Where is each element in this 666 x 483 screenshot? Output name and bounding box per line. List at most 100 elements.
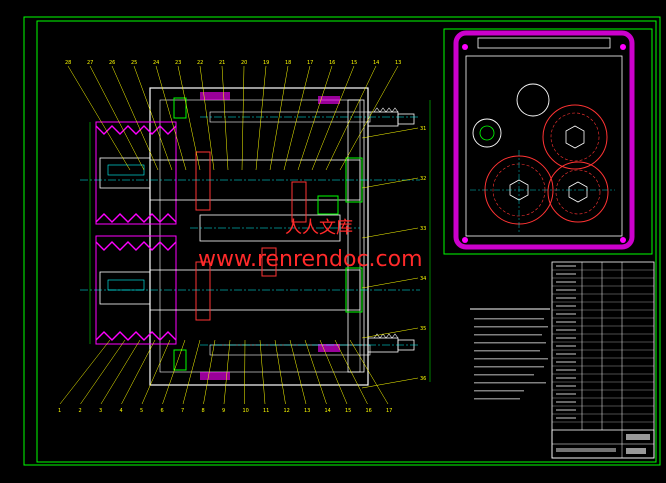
table-cell-mark (556, 377, 576, 379)
leader-bottom-3 (100, 339, 141, 405)
table-cell-mark (556, 265, 576, 267)
callout-top-18: 18 (285, 60, 291, 66)
table-cell-mark (556, 289, 576, 291)
table-cell-mark (556, 329, 576, 331)
callout-bottom-14: 14 (325, 408, 331, 414)
bearing-4 (173, 97, 187, 119)
callout-right-35: 35 (420, 326, 426, 332)
inner-border (36, 20, 657, 463)
gear-block-3 (291, 181, 307, 223)
leader-bottom-11 (259, 339, 266, 405)
leader-right-35 (361, 327, 419, 339)
hub-c (565, 125, 585, 149)
callout-bottom-9: 9 (222, 408, 225, 414)
callout-bottom-2: 2 (79, 408, 82, 414)
table-cell-mark (556, 313, 576, 315)
upper-pulley (95, 121, 177, 225)
seal-1 (200, 92, 230, 100)
leader-bottom-9 (223, 339, 231, 405)
leader-bottom-6 (162, 339, 186, 405)
seal-3 (318, 96, 340, 104)
callout-bottom-4: 4 (120, 408, 123, 414)
leader-top-13 (339, 65, 399, 171)
table-cell-mark (556, 409, 576, 411)
gear-circle-e (547, 161, 609, 223)
callout-right-36: 36 (420, 376, 426, 382)
callout-right-33: 33 (420, 226, 426, 232)
seal-4 (318, 344, 340, 352)
callout-top-26: 26 (109, 60, 115, 66)
side-bolt-1 (462, 44, 468, 50)
technical-notes (470, 308, 550, 400)
callout-bottom-5: 5 (140, 408, 143, 414)
callout-right-32: 32 (420, 176, 426, 182)
leader-top-20 (241, 65, 245, 171)
leader-bottom-15 (319, 339, 348, 405)
callout-bottom-13: 13 (304, 408, 310, 414)
callout-bottom-3: 3 (99, 408, 102, 414)
callout-top-17: 17 (307, 60, 313, 66)
leader-top-28 (67, 65, 131, 171)
parts-list-table (551, 261, 655, 459)
lower-output-coupling (367, 333, 415, 353)
callout-bottom-10: 10 (243, 408, 249, 414)
leader-right-36 (361, 377, 419, 389)
side-top-rail (477, 37, 611, 49)
leader-right-34 (361, 277, 419, 289)
callout-right-31: 31 (420, 126, 426, 132)
table-cell-mark (556, 369, 576, 371)
leader-bottom-13 (289, 339, 307, 405)
bearing-3 (317, 195, 339, 215)
gear-circle-a (516, 83, 550, 117)
gear-circle-e-inner (555, 169, 601, 215)
leader-top-27 (89, 65, 145, 171)
callout-top-24: 24 (153, 60, 159, 66)
table-cell-mark (556, 305, 576, 307)
leader-bottom-2 (80, 339, 126, 405)
callout-top-21: 21 (219, 60, 225, 66)
leader-right-33 (361, 227, 419, 239)
bottom-rod (209, 344, 371, 356)
table-cell-mark (556, 297, 576, 299)
leader-bottom-1 (59, 339, 111, 405)
side-bolt-3 (462, 237, 468, 243)
table-cell-mark (556, 393, 576, 395)
gear-block-1 (195, 151, 211, 211)
callout-bottom-16: 16 (366, 408, 372, 414)
callout-top-27: 27 (87, 60, 93, 66)
leader-bottom-10 (244, 339, 246, 405)
leader-top-17 (283, 65, 311, 171)
side-bolt-2 (620, 44, 626, 50)
table-cell-mark (556, 321, 576, 323)
gear-circle-b-hub (479, 125, 495, 141)
leader-top-22 (199, 65, 215, 171)
callout-top-16: 16 (329, 60, 335, 66)
watermark-url: www.renrendoc.com (198, 247, 423, 272)
leader-top-19 (255, 65, 267, 171)
seal-2 (200, 372, 230, 380)
callout-top-22: 22 (197, 60, 203, 66)
leader-bottom-7 (182, 339, 201, 405)
gearbox-side-view (443, 28, 653, 255)
leader-bottom-14 (304, 339, 327, 405)
leader-bottom-5 (141, 339, 171, 405)
table-cell-mark (556, 353, 576, 355)
callout-bottom-12: 12 (284, 408, 290, 414)
gear-block-4 (261, 247, 277, 277)
callout-top-13: 13 (395, 60, 401, 66)
callout-bottom-6: 6 (161, 408, 164, 414)
outer-border (23, 16, 661, 466)
leader-top-15 (311, 65, 355, 171)
callout-bottom-17: 17 (386, 408, 392, 414)
callout-top-19: 19 (263, 60, 269, 66)
gear-circle-c (542, 104, 608, 170)
callout-bottom-15: 15 (345, 408, 351, 414)
callout-bottom-11: 11 (263, 408, 269, 414)
table-cell-mark (556, 385, 576, 387)
leader-bottom-12 (274, 339, 286, 405)
table-cell-mark (556, 281, 576, 283)
table-cell-mark (556, 273, 576, 275)
